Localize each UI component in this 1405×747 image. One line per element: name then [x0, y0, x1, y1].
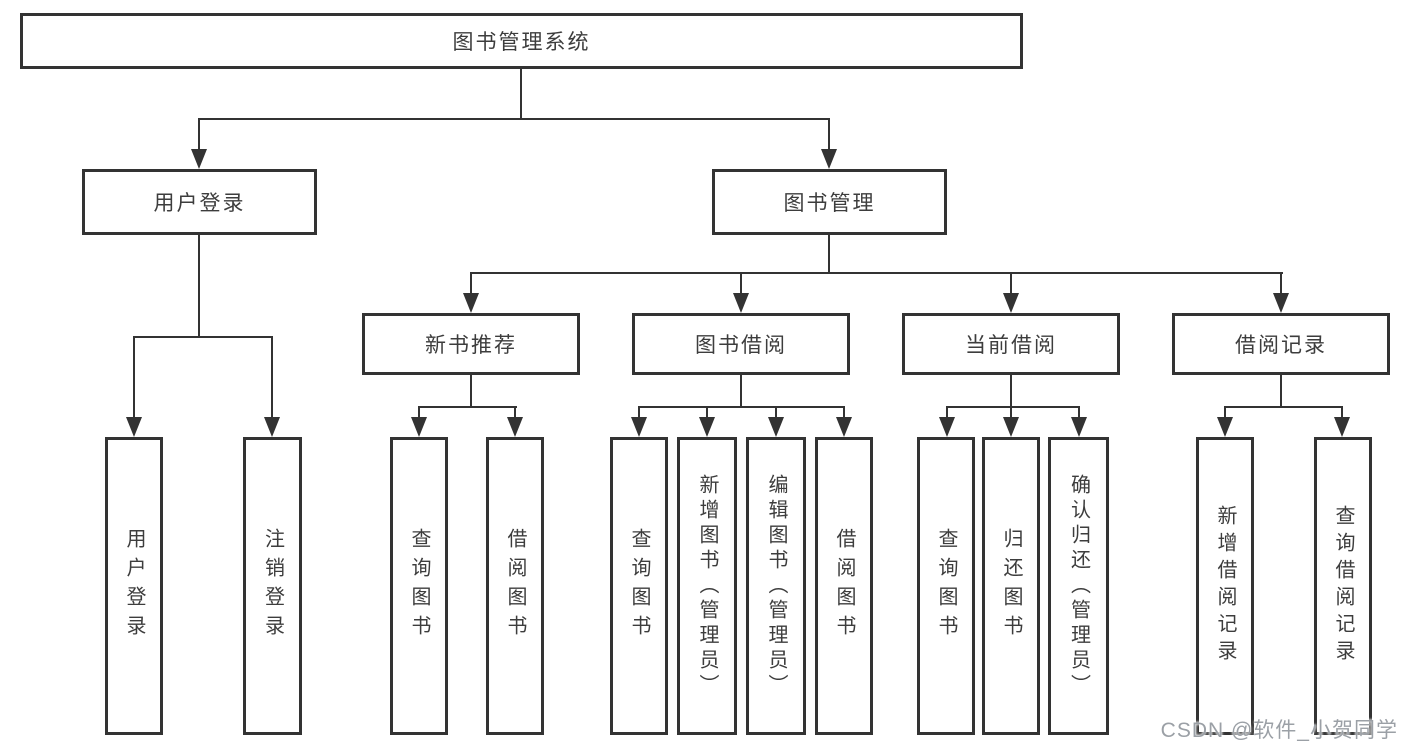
- arrow-down-icon: [733, 293, 749, 313]
- connector-line: [470, 272, 1283, 274]
- connector-line: [1280, 272, 1282, 296]
- connector-line: [470, 374, 472, 408]
- node-new-book-recommend: 新书推荐: [362, 313, 580, 375]
- leaf-bb-borrow-book: 借阅图书: [815, 437, 873, 735]
- connector-line: [638, 406, 845, 408]
- leaf-label: 查询借阅记录: [1332, 505, 1354, 667]
- csdn-watermark: CSDN @软件_小贺同学: [1160, 719, 1398, 742]
- connector-line: [1010, 406, 1012, 420]
- connector-line: [1224, 406, 1226, 420]
- leaf-bb-query-book: 查询图书: [610, 437, 668, 735]
- leaf-nbr-query-book: 查询图书: [390, 437, 448, 735]
- arrow-down-icon: [631, 417, 647, 437]
- leaf-label: 借阅图书: [504, 528, 526, 644]
- arrow-down-icon: [1217, 417, 1233, 437]
- leaf-label: 注销登录: [261, 528, 284, 644]
- leaf-bb-edit-book-admin: 编辑图书（管理员）: [746, 437, 806, 735]
- connector-line: [198, 118, 200, 152]
- arrow-down-icon: [1071, 417, 1087, 437]
- node-borrow-records: 借阅记录: [1172, 313, 1390, 375]
- leaf-label: 编辑图书（管理员）: [765, 473, 787, 699]
- connector-line: [520, 68, 522, 120]
- connector-line: [198, 234, 200, 338]
- leaf-bb-add-book-admin: 新增图书（管理员）: [677, 437, 737, 735]
- node-root: 图书管理系统: [20, 13, 1023, 69]
- leaf-br-add-record: 新增借阅记录: [1196, 437, 1254, 735]
- connector-line: [514, 406, 516, 420]
- node-book-borrow: 图书借阅: [632, 313, 850, 375]
- leaf-cb-query-book: 查询图书: [917, 437, 975, 735]
- connector-line: [946, 406, 1080, 408]
- connector-line: [470, 272, 472, 296]
- arrow-down-icon: [264, 417, 280, 437]
- leaf-cb-return-book: 归还图书: [982, 437, 1040, 735]
- arrow-down-icon: [126, 417, 142, 437]
- leaf-label: 查询图书: [408, 528, 430, 644]
- connector-line: [1280, 374, 1282, 408]
- leaf-cb-confirm-return-admin: 确认归还（管理员）: [1048, 437, 1109, 735]
- connector-line: [1224, 406, 1343, 408]
- connector-line: [133, 336, 273, 338]
- leaf-label: 归还图书: [1000, 528, 1022, 644]
- connector-line: [271, 336, 273, 420]
- leaf-logout: 注销登录: [243, 437, 302, 735]
- connector-line: [706, 406, 708, 420]
- arrow-down-icon: [1334, 417, 1350, 437]
- connector-line: [1341, 406, 1343, 420]
- leaf-user-login: 用户登录: [105, 437, 163, 735]
- arrow-down-icon: [1273, 293, 1289, 313]
- leaf-label: 新增借阅记录: [1214, 505, 1236, 667]
- leaf-label: 查询图书: [935, 528, 957, 644]
- leaf-br-query-record: 查询借阅记录: [1314, 437, 1372, 735]
- leaf-label: 确认归还（管理员）: [1067, 473, 1090, 699]
- leaf-label: 借阅图书: [833, 528, 855, 644]
- connector-line: [1010, 374, 1012, 408]
- connector-line: [1010, 272, 1012, 296]
- arrow-down-icon: [699, 417, 715, 437]
- connector-line: [946, 406, 948, 420]
- leaf-label: 查询图书: [628, 528, 650, 644]
- leaf-nbr-borrow-book: 借阅图书: [486, 437, 544, 735]
- arrow-down-icon: [1003, 417, 1019, 437]
- connector-line: [740, 272, 742, 296]
- leaf-label: 用户登录: [123, 528, 145, 644]
- arrow-down-icon: [191, 149, 207, 169]
- node-current-borrow: 当前借阅: [902, 313, 1120, 375]
- connector-line: [775, 406, 777, 420]
- connector-line: [828, 234, 830, 274]
- arrow-down-icon: [411, 417, 427, 437]
- connector-line: [133, 336, 135, 420]
- connector-line: [418, 406, 420, 420]
- connector-line: [1078, 406, 1080, 420]
- node-book-management: 图书管理: [712, 169, 947, 235]
- node-user-login: 用户登录: [82, 169, 317, 235]
- connector-line: [843, 406, 845, 420]
- arrow-down-icon: [463, 293, 479, 313]
- connector-line: [418, 406, 517, 408]
- arrow-down-icon: [507, 417, 523, 437]
- arrow-down-icon: [768, 417, 784, 437]
- connector-line: [638, 406, 640, 420]
- connector-line: [198, 118, 830, 120]
- arrow-down-icon: [1003, 293, 1019, 313]
- arrow-down-icon: [821, 149, 837, 169]
- arrow-down-icon: [939, 417, 955, 437]
- leaf-label: 新增图书（管理员）: [696, 473, 718, 699]
- arrow-down-icon: [836, 417, 852, 437]
- connector-line: [828, 118, 830, 152]
- connector-line: [740, 374, 742, 408]
